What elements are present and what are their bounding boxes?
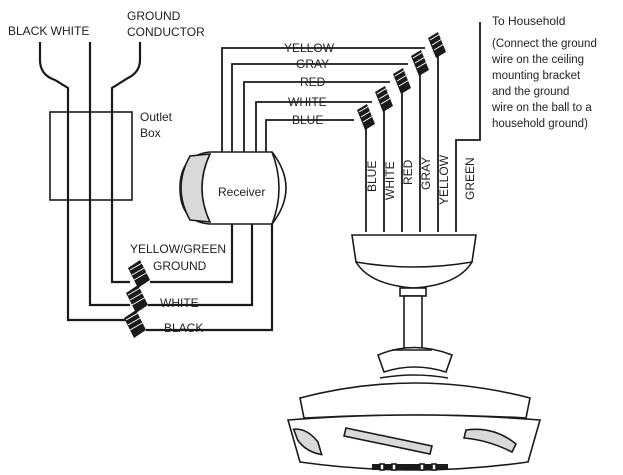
wire-nut-white (126, 285, 148, 313)
fan-wire-gray: GRAY (419, 157, 433, 190)
receiver-label: Receiver (218, 185, 265, 199)
wire-nut-white-right (375, 86, 393, 112)
white-label: WHITE (160, 296, 199, 310)
conductor-label: CONDUCTOR (127, 25, 205, 39)
wire-nut-gray (411, 50, 429, 76)
household-note: (Connect the ground wire on the ceiling … (491, 38, 597, 130)
wire-nut-blue (357, 104, 375, 130)
fan-wire-green: GREEN (463, 157, 477, 200)
svg-text:wire on the ball to a: wire on the ball to a (491, 102, 592, 114)
svg-text:wire on the ceiling: wire on the ceiling (491, 54, 584, 66)
fan-wire-yellow: YELLOW (437, 154, 451, 205)
black-label: BLACK (164, 321, 203, 335)
fan-wire-white: WHITE (383, 161, 397, 200)
ground-wire-label: GROUND (153, 259, 207, 273)
wire-nut-yellow (428, 32, 446, 58)
receiver-output-wires (221, 47, 340, 152)
receiver-wire-red: RED (300, 75, 326, 89)
wire-nut-red (393, 68, 411, 94)
wire-nut-ground (128, 260, 150, 288)
svg-text:and the ground: and the ground (492, 86, 569, 98)
receiver-wire-gray: GRAY (296, 57, 329, 71)
svg-text:household ground): household ground) (492, 118, 588, 130)
fan-wire-red: RED (401, 159, 415, 185)
svg-text:(Connect the ground: (Connect the ground (492, 38, 597, 50)
to-household-label: To Household (492, 14, 565, 28)
receiver (179, 151, 287, 225)
yellow-green-label: YELLOW/GREEN (130, 242, 226, 256)
ground-label: GROUND (127, 9, 181, 23)
ceiling-fan (286, 234, 542, 471)
fan-wire-blue: BLUE (365, 161, 379, 192)
receiver-wire-yellow: YELLOW (284, 41, 335, 55)
receiver-wire-white: WHITE (288, 95, 327, 109)
svg-text:mounting bracket: mounting bracket (492, 70, 581, 82)
fan-wires (365, 22, 481, 232)
wire-nut-black (124, 310, 146, 338)
outlet-label: Outlet (140, 110, 173, 124)
box-label: Box (140, 126, 161, 140)
receiver-wire-blue: BLUE (292, 113, 323, 127)
black-white-label: BLACK WHITE (8, 24, 89, 38)
